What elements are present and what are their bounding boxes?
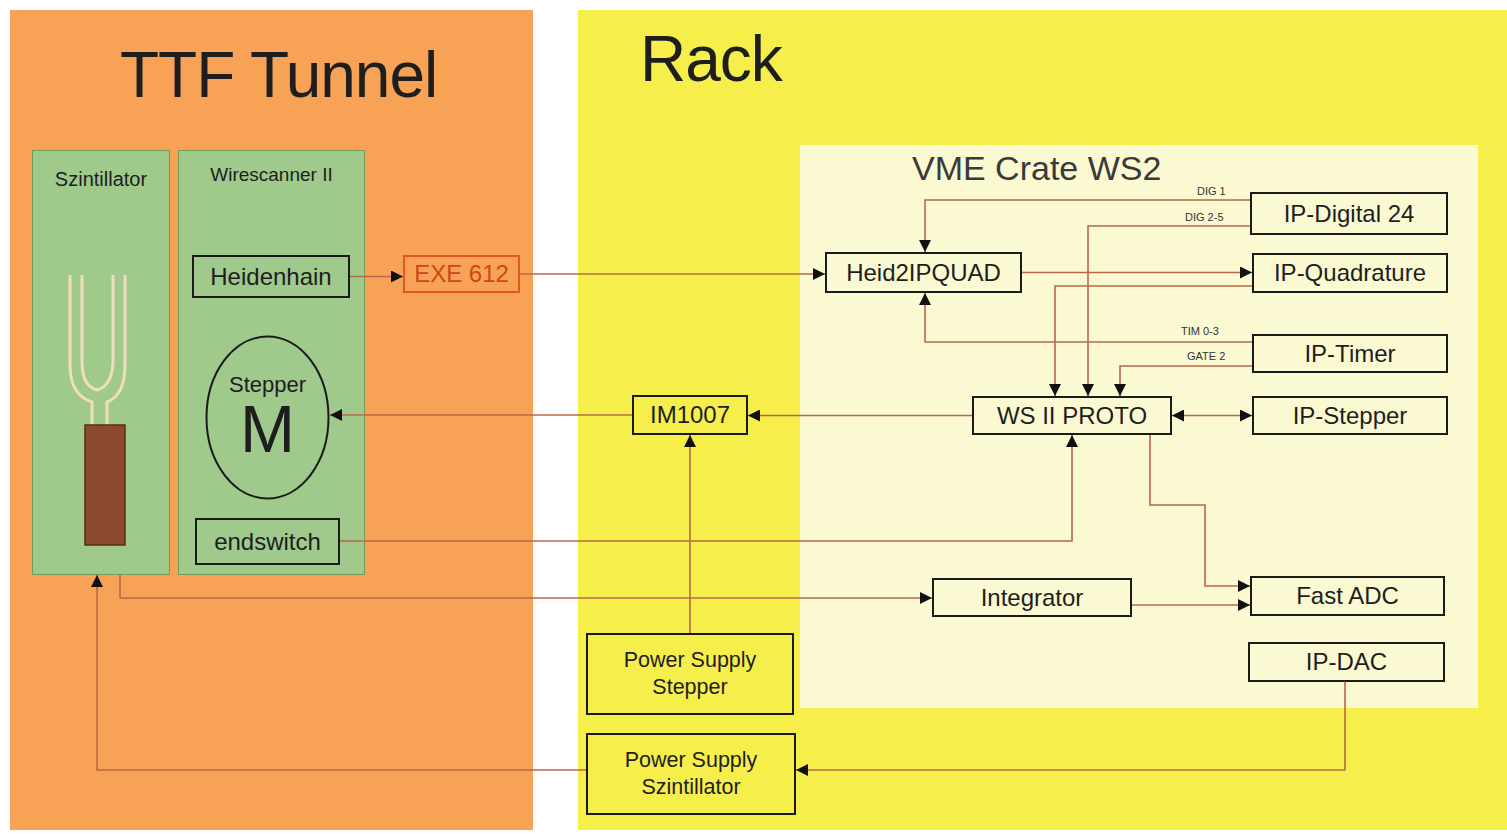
module-box: IP-Quadrature <box>1252 253 1448 293</box>
module-label: Power Supply Szintillator <box>588 747 794 801</box>
module-box: Integrator <box>932 578 1132 617</box>
signal-connector <box>1120 366 1252 396</box>
module-box: IP-DAC <box>1248 642 1445 682</box>
signal-connector <box>796 682 1345 771</box>
module-box: IP-Digital 24 <box>1250 192 1448 235</box>
module-label: IP-Stepper <box>1293 402 1408 430</box>
module-label: IP-Digital 24 <box>1284 200 1415 228</box>
module-box: IP-Timer <box>1252 334 1448 373</box>
module-label: IP-DAC <box>1306 648 1387 676</box>
signal-label-holder: GATE 2 <box>1186 346 1226 364</box>
signal-connector <box>340 435 1072 541</box>
signal-connector <box>748 415 972 417</box>
signal-label-holder: TIM 0-3 <box>1180 321 1220 339</box>
module-label: EXE 612 <box>414 260 509 288</box>
signal-connector <box>520 273 825 275</box>
region-area: RackVME Crate WS2Heid2IPQUAD IP-Digital 2… <box>578 10 1507 830</box>
signal-connector <box>1150 435 1250 586</box>
signal-connector <box>120 575 932 598</box>
module-label: Fast ADC <box>1296 582 1399 610</box>
device-panel: Wirescanner IIHeidenhainStepperMendswitc… <box>178 150 365 575</box>
module-box: IP-Stepper <box>1252 396 1448 435</box>
scintillator-illustration <box>32 150 170 575</box>
module-box: Heid2IPQUAD <box>825 252 1022 293</box>
region-heading: Rack <box>640 22 782 96</box>
region-heading: TTF Tunnel <box>120 38 437 112</box>
signal-name: GATE 2 <box>1186 350 1226 362</box>
motor-symbol: M <box>240 396 295 462</box>
module-label: Heidenhain <box>210 263 331 291</box>
device-panel: Szintillator <box>32 150 170 575</box>
signal-connector <box>1172 415 1252 417</box>
module-label: WS II PROTO <box>997 402 1147 430</box>
signal-connector <box>1088 226 1250 396</box>
signal-connector <box>1132 604 1250 606</box>
module-box: IM1007 <box>632 395 748 435</box>
signal-connector <box>1055 286 1252 396</box>
signal-name: DIG 1 <box>1196 185 1227 197</box>
signal-connector <box>350 276 403 278</box>
module-box: Fast ADC <box>1250 576 1445 616</box>
region-heading: Szintillator <box>55 168 147 191</box>
signal-connector <box>925 200 1250 252</box>
module-label: Power Supply Stepper <box>588 647 792 701</box>
signal-name: DIG 2-5 <box>1184 211 1225 223</box>
module-box: Power Supply Szintillator <box>586 733 796 815</box>
module-box: EXE 612 <box>403 255 520 293</box>
signal-name: TIM 0-3 <box>1180 325 1220 337</box>
region-area: VME Crate WS2Heid2IPQUAD IP-Digital 24 IP-… <box>800 145 1478 708</box>
region-heading: VME Crate WS2 <box>912 149 1161 188</box>
signal-connector <box>1022 272 1252 274</box>
module-box: WS II PROTO <box>972 396 1172 435</box>
signal-connector <box>97 575 586 770</box>
motor-circle: StepperM <box>205 335 330 500</box>
module-label: IP-Timer <box>1304 340 1395 368</box>
signal-label-holder: DIG 2-5 <box>1184 207 1225 225</box>
region-area: TTF TunnelSzintillator Wirescanner II Heid… <box>10 10 533 830</box>
module-label: IM1007 <box>650 401 730 429</box>
signal-connector <box>689 435 691 633</box>
module-label: endswitch <box>214 528 321 556</box>
module-label: Integrator <box>981 584 1084 612</box>
module-label: Heid2IPQUAD <box>846 259 1001 287</box>
module-box: Power Supply Stepper <box>586 633 794 715</box>
signal-label-holder: DIG 1 <box>1196 181 1227 199</box>
module-label: IP-Quadrature <box>1274 259 1426 287</box>
motor-label: Stepper <box>229 374 306 396</box>
module-box: Heidenhain <box>192 255 350 298</box>
region-heading: Wirescanner II <box>210 164 332 186</box>
module-box: endswitch <box>195 518 340 565</box>
signal-connector <box>330 414 632 416</box>
signal-connector <box>925 293 1252 342</box>
